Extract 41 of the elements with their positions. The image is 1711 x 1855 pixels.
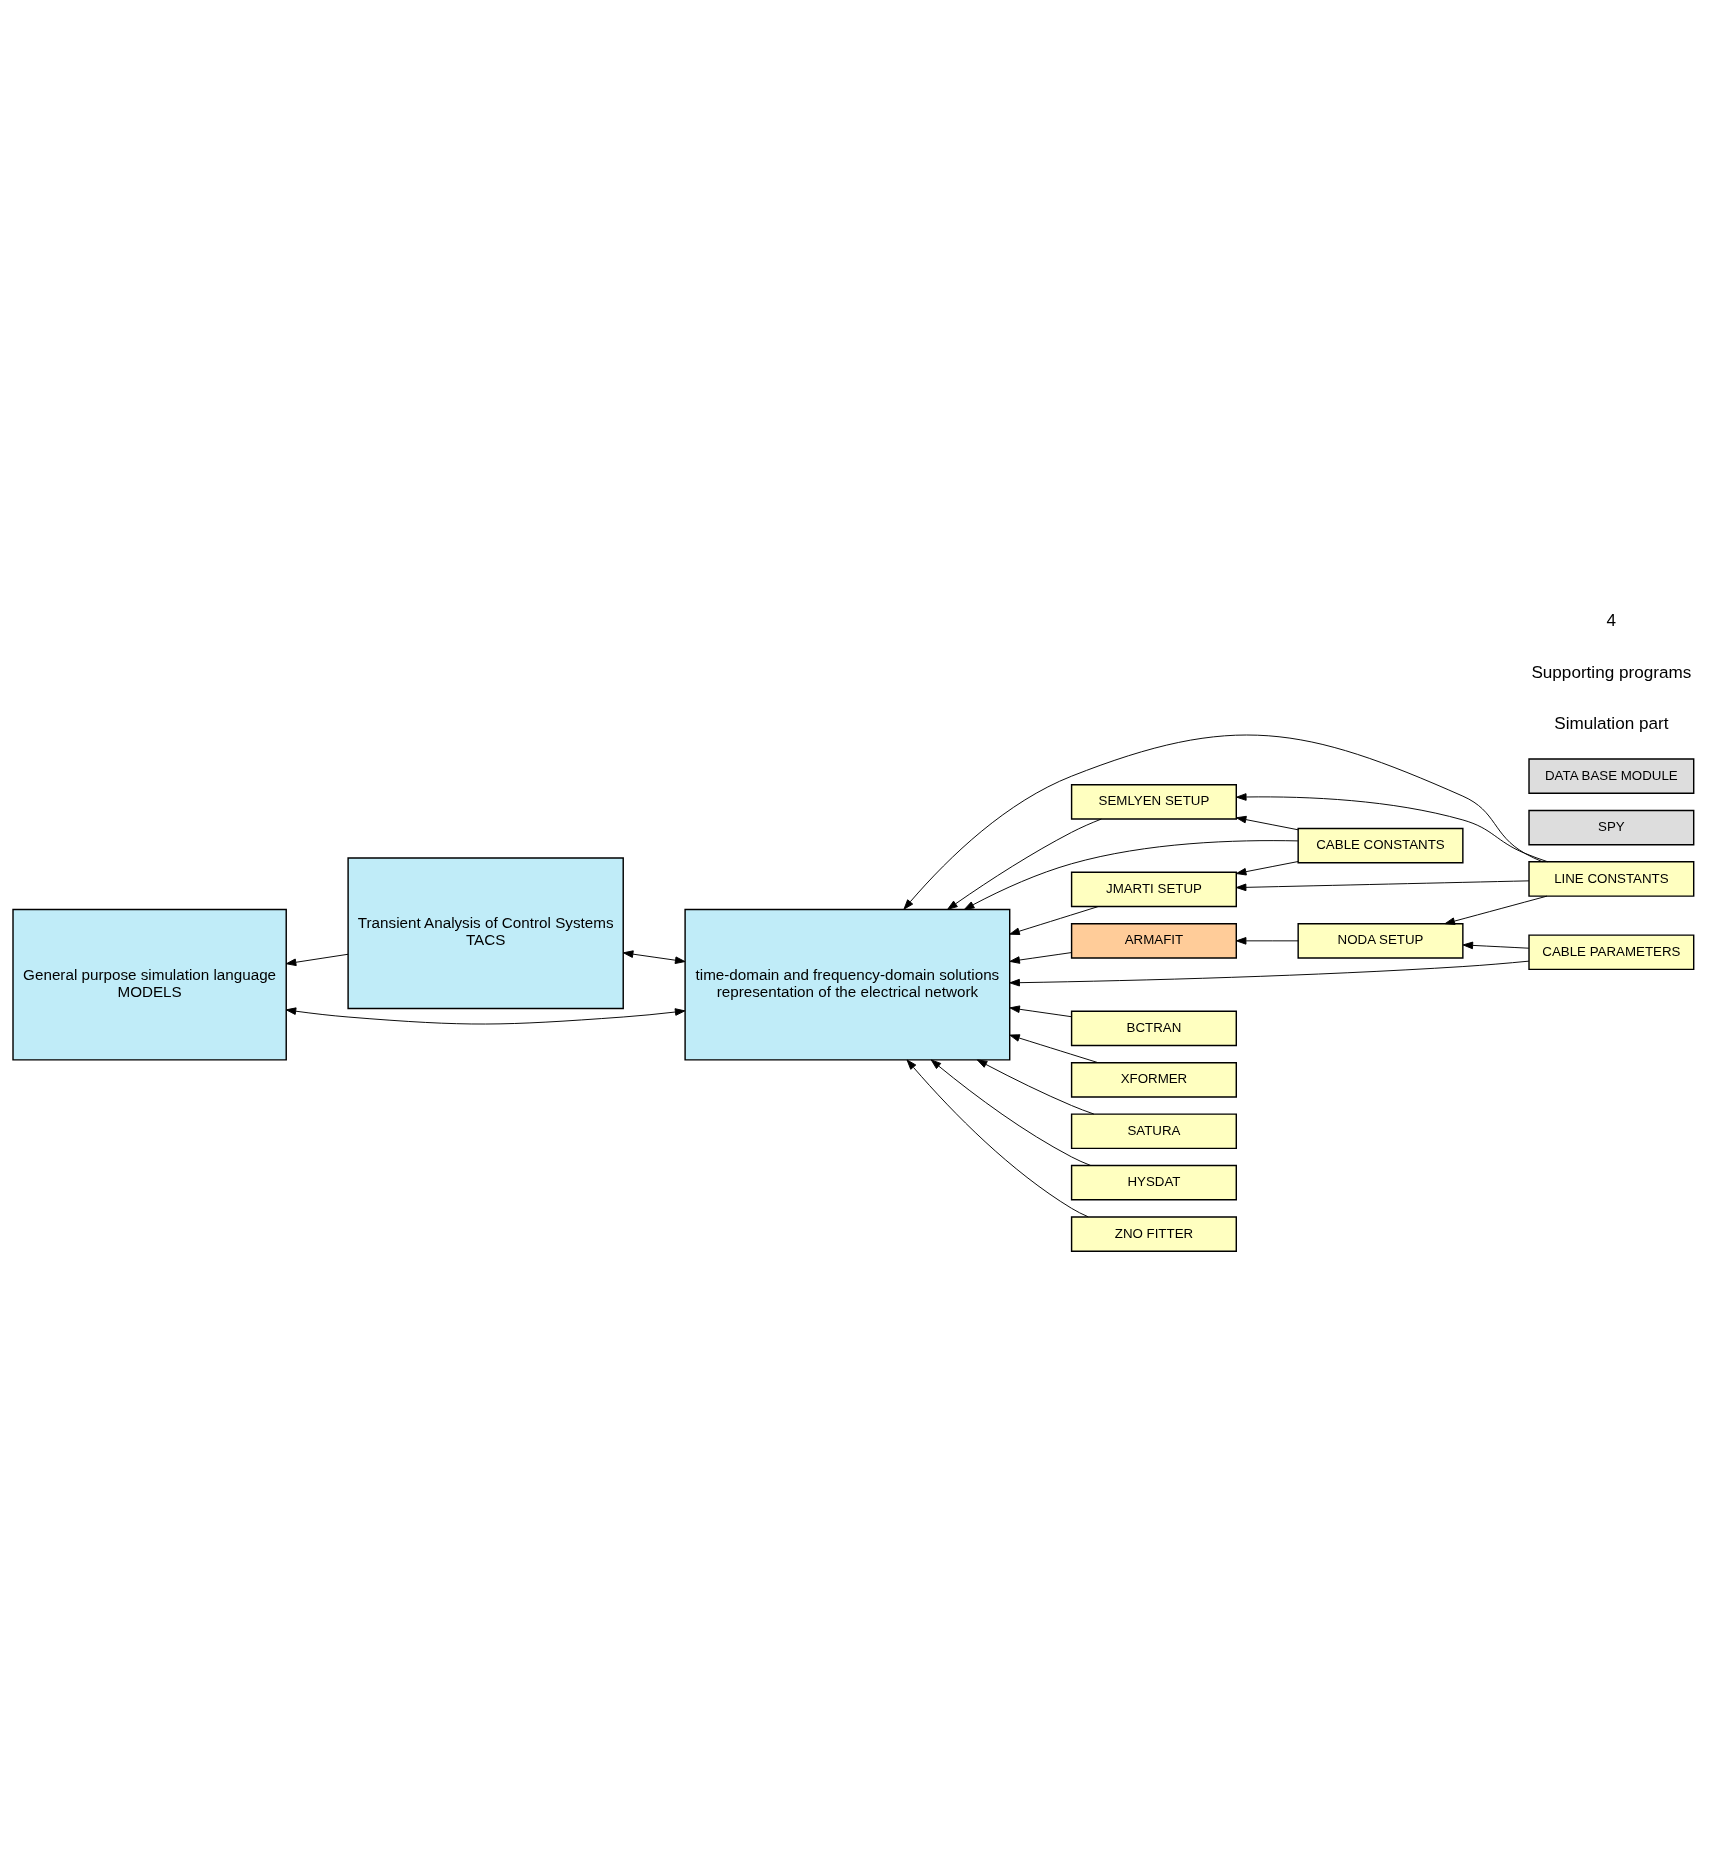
node-box: SATURA xyxy=(1070,1112,1237,1149)
arrow xyxy=(947,818,1102,910)
arrow xyxy=(285,1006,686,1024)
node-box: SEMLYEN SETUP xyxy=(1070,783,1237,820)
label: Supporting programs xyxy=(1531,661,1692,682)
arrow xyxy=(1444,895,1548,925)
node-box: JMARTI SETUP xyxy=(1070,871,1237,907)
node-box: time-domain and frequency-domain solutions representation of the electrical network xyxy=(684,908,1011,1061)
node-box: HYSDAT xyxy=(1070,1164,1237,1200)
node-box: LINE CONSTANTS xyxy=(1528,860,1695,897)
node-box: NODA SETUP xyxy=(1297,922,1464,959)
arrow xyxy=(906,1058,1089,1217)
arrow xyxy=(1462,941,1530,949)
node-box: CABLE PARAMETERS xyxy=(1528,933,1695,970)
arrow xyxy=(963,839,1299,910)
node-box: Transient Analysis of Control Systems TACS xyxy=(347,856,624,1009)
arrow xyxy=(285,953,349,966)
node-box: ZNO FITTER xyxy=(1070,1215,1237,1252)
arrow xyxy=(1235,879,1530,891)
arrow xyxy=(622,949,686,964)
arrow xyxy=(1235,860,1299,875)
label: 4 xyxy=(1606,609,1617,630)
node-box: General purpose simulation language MODELS xyxy=(12,908,287,1061)
arrow xyxy=(1009,951,1072,964)
node-box: CABLE CONSTANTS xyxy=(1297,827,1464,863)
node-box: SPY xyxy=(1528,809,1695,845)
label: Simulation part xyxy=(1554,712,1669,733)
arrow xyxy=(930,1058,1092,1166)
arrow xyxy=(1009,960,1530,986)
node-box: DATA BASE MODULE xyxy=(1528,757,1695,794)
arrow xyxy=(903,734,1543,910)
arrow xyxy=(1009,1033,1099,1063)
node-box: ARMAFIT xyxy=(1070,922,1237,959)
arrow xyxy=(976,1058,1095,1114)
arrow xyxy=(1235,815,1299,830)
arrow xyxy=(1235,936,1299,945)
arrow xyxy=(1236,792,1549,862)
node-box: XFORMER xyxy=(1070,1061,1237,1098)
node-box: BCTRAN xyxy=(1070,1010,1237,1046)
arrow xyxy=(1009,905,1099,935)
arrow xyxy=(1009,1004,1072,1017)
